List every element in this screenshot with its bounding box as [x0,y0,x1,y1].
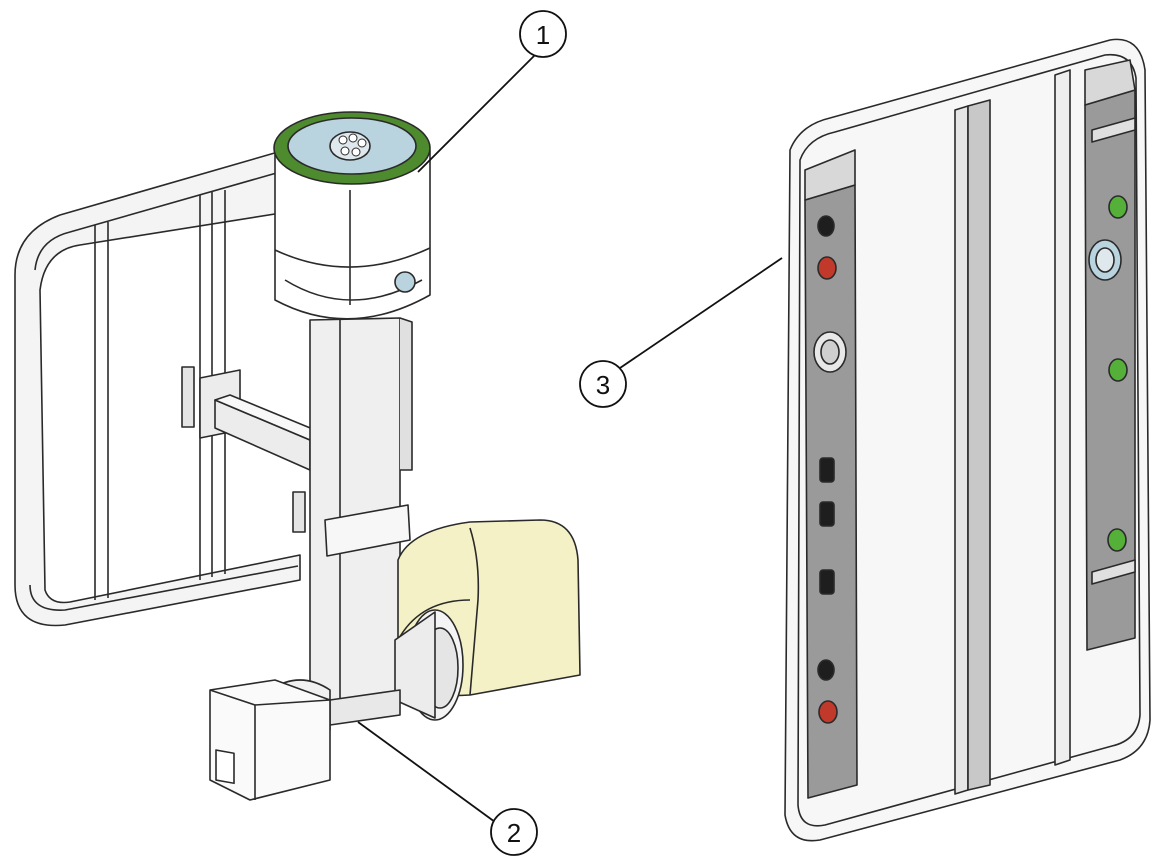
top-rotor-head [273,111,431,320]
callout-3: 3 [579,360,627,408]
socket [819,501,835,527]
panel-frame [784,38,1151,842]
coupling-flange [394,609,464,721]
socket [819,569,835,595]
cross-beam [199,369,321,471]
callout-1: 1 [519,10,567,58]
black-button [817,215,835,237]
green-button [1108,358,1128,382]
red-button [818,700,838,724]
callout-2: 2 [490,808,538,856]
drive-assembly [209,679,401,801]
green-button [1107,528,1127,552]
callout-leaders [357,54,783,823]
red-button [817,256,837,280]
callout-label-1: 1 [536,20,550,50]
green-button [1108,195,1128,219]
callout-label-2: 2 [507,818,521,848]
black-button [817,659,835,681]
socket [819,457,835,483]
left-gate-frame [14,149,306,627]
left-assembly [14,111,581,801]
callout-label-3: 3 [596,370,610,400]
left-strip-buttons [813,215,847,724]
right-strip-buttons [1088,117,1136,585]
